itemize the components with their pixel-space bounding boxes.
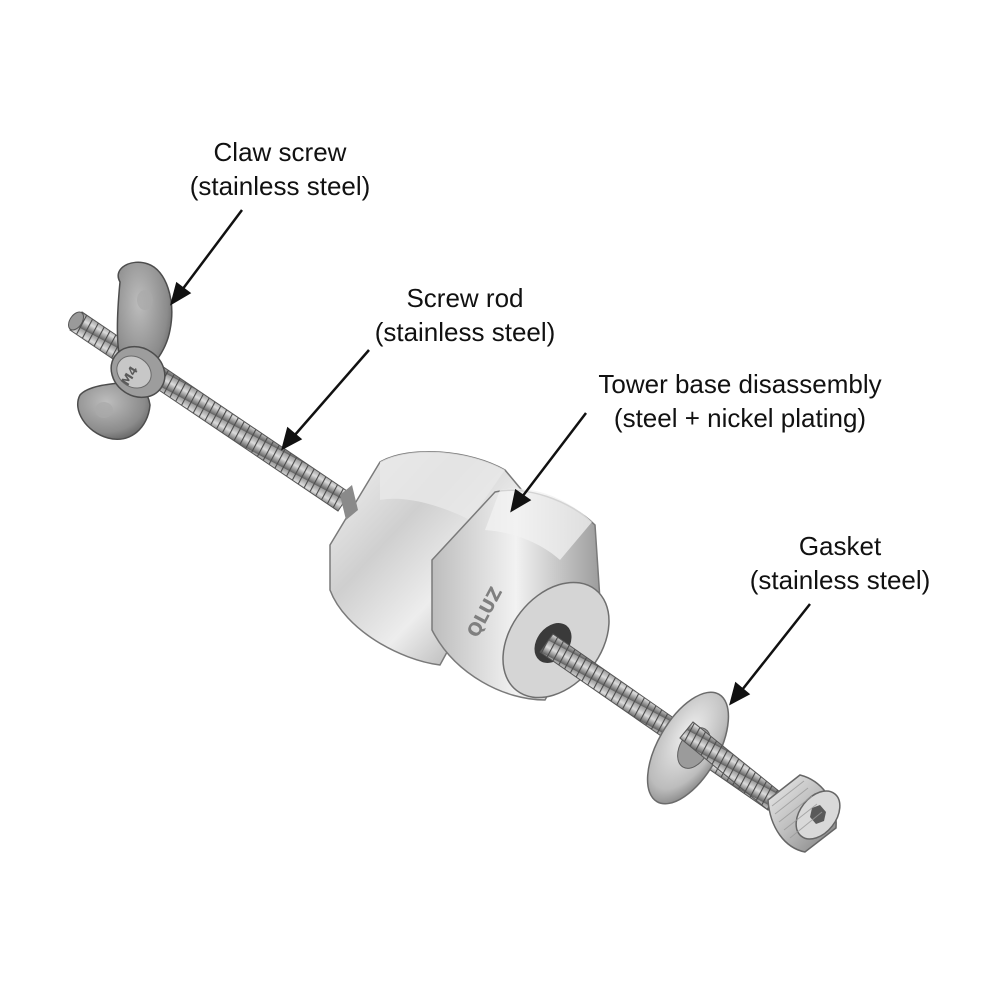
arrow-claw-head: [170, 281, 192, 306]
gasket-washer: [646, 691, 781, 811]
arrow-rod-head: [281, 426, 303, 451]
gasket-material: (stainless steel): [749, 565, 931, 595]
arrow-tower-head: [510, 488, 532, 513]
arrow-gasket-head: [729, 681, 751, 706]
gasket-name: Gasket: [798, 531, 882, 561]
tower-base: [329, 450, 610, 701]
claw-screw-name: Claw screw: [213, 137, 347, 167]
cap-screw-head: [767, 774, 841, 853]
gasket-label: Gasket (stainless steel): [735, 529, 945, 597]
tower-base-name: Tower base disassembly: [598, 369, 882, 399]
arrow-rod: [293, 349, 370, 437]
screw-rod-material: (stainless steel): [374, 317, 556, 347]
arrow-gasket: [741, 603, 811, 691]
arrow-tower: [521, 412, 587, 498]
callout-arrows: [170, 209, 811, 706]
claw-screw-material: (stainless steel): [189, 171, 371, 201]
screw-rod-name: Screw rod: [406, 283, 524, 313]
arrow-claw: [181, 209, 243, 291]
tower-base-label: Tower base disassembly (steel + nickel p…: [580, 367, 900, 435]
claw-screw-label: Claw screw (stainless steel): [170, 135, 390, 203]
screw-rod-label: Screw rod (stainless steel): [355, 281, 575, 349]
tower-base-material: (steel + nickel plating): [613, 403, 867, 433]
claw-screw-wingnut: [77, 261, 173, 440]
